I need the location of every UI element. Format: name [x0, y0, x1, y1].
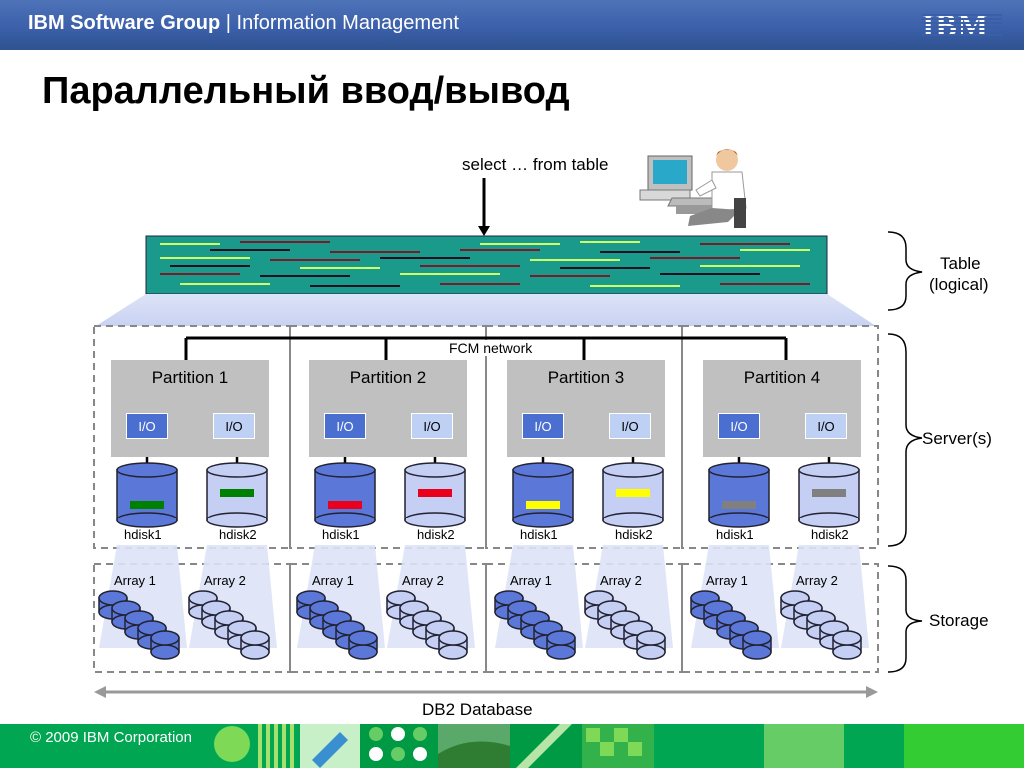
partition-box: Partition 2 [309, 360, 467, 457]
partition-label: Partition 2 [349, 368, 427, 387]
table-data-lines [160, 241, 810, 287]
table-sub-label: (logical) [929, 275, 989, 294]
io-channel-1: I/O [522, 413, 564, 439]
database-label: DB2 Database [422, 700, 533, 719]
partition-color-mark [526, 501, 560, 509]
database-span-arrow [94, 686, 878, 698]
hdisk2-label: hdisk2 [219, 527, 257, 542]
array-disk [348, 630, 378, 660]
partition-graphic [296, 439, 475, 660]
partition-color-mark [812, 489, 846, 497]
servers-label: Server(s) [922, 429, 992, 448]
ibm-logo: IBM [922, 9, 1002, 41]
hdisk2-cylinder [404, 462, 466, 528]
hdisk2-label: hdisk2 [417, 527, 455, 542]
table-projection [96, 294, 876, 326]
hdisk2-cylinder [206, 462, 268, 528]
array2-disks [780, 590, 862, 660]
partition-box: Partition 4 [703, 360, 861, 457]
partition-label: Partition 1 [151, 368, 229, 387]
partition-color-mark [418, 489, 452, 497]
io-channel-2: I/O [805, 413, 847, 439]
storage-label: Storage [929, 611, 989, 630]
header-bar: IBM Software Group | Information Managem… [0, 0, 1024, 50]
fcm-network-line [184, 336, 788, 360]
hdisk2-label: hdisk2 [811, 527, 849, 542]
header-separator: | [220, 12, 237, 34]
slide-title: Параллельный ввод/вывод [42, 70, 570, 112]
hdisk1-cylinder [116, 462, 178, 528]
footer-decoration [0, 724, 1024, 768]
partitions-graphics [98, 439, 869, 660]
array2-label: Array 2 [796, 573, 838, 588]
hdisk1-cylinder [512, 462, 574, 528]
array1-disks [296, 590, 378, 660]
io-channel-2: I/O [609, 413, 651, 439]
partition-label: Partition 3 [547, 368, 625, 387]
fcm-network-label: FCM network [447, 340, 535, 356]
array-disk [150, 630, 180, 660]
array-disk [636, 630, 666, 660]
array1-label: Array 1 [706, 573, 748, 588]
partition-graphic [98, 439, 277, 660]
partition-color-mark [220, 489, 254, 497]
array-disk [742, 630, 772, 660]
array2-disks [188, 590, 270, 660]
hdisk1-label: hdisk1 [520, 527, 558, 542]
header-division: Information Management [236, 12, 459, 34]
hdisk1-label: hdisk1 [322, 527, 360, 542]
partition-label: Partition 4 [743, 368, 821, 387]
partition-color-mark [616, 489, 650, 497]
array-disk [832, 630, 862, 660]
server-region [93, 325, 879, 549]
header-group: IBM Software Group [28, 12, 221, 34]
hdisk1-label: hdisk1 [124, 527, 162, 542]
array1-disks [494, 590, 576, 660]
io-channel-2: I/O [213, 413, 255, 439]
query-arrow-head [478, 226, 490, 236]
array1-disks [98, 590, 180, 660]
table-label: Table [940, 254, 981, 273]
partition-box: Partition 3 [507, 360, 665, 457]
array2-label: Array 2 [600, 573, 642, 588]
io-channel-1: I/O [324, 413, 366, 439]
partition-graphic [690, 439, 869, 660]
header-title: IBM Software Group | Information Managem… [28, 12, 459, 35]
array2-label: Array 2 [204, 573, 246, 588]
user-at-computer-icon [639, 149, 747, 228]
io-channel-2: I/O [411, 413, 453, 439]
io-channel-1: I/O [718, 413, 760, 439]
array1-label: Array 1 [114, 573, 156, 588]
hdisk2-label: hdisk2 [615, 527, 653, 542]
right-braces [887, 231, 923, 673]
hdisk2-cylinder [798, 462, 860, 528]
array1-label: Array 1 [312, 573, 354, 588]
query-label: select … from table [462, 155, 609, 174]
hdisk1-cylinder [314, 462, 376, 528]
array-disk [546, 630, 576, 660]
partition-box: Partition 1 [111, 360, 269, 457]
partition-color-mark [722, 501, 756, 509]
array2-label: Array 2 [402, 573, 444, 588]
hdisk1-label: hdisk1 [716, 527, 754, 542]
partition-graphic [494, 439, 673, 660]
hdisk1-cylinder [708, 462, 770, 528]
footer-copyright: © 2009 IBM Corporation [30, 729, 192, 746]
io-channel-1: I/O [126, 413, 168, 439]
hdisk2-cylinder [602, 462, 664, 528]
array2-disks [584, 590, 666, 660]
array1-label: Array 1 [510, 573, 552, 588]
array2-disks [386, 590, 468, 660]
footer-bar: © 2009 IBM Corporation [0, 724, 1024, 768]
array-disk [240, 630, 270, 660]
array1-disks [690, 590, 772, 660]
array-disk [438, 630, 468, 660]
storage-region [93, 563, 879, 673]
partition-color-mark [130, 501, 164, 509]
partition-color-mark [328, 501, 362, 509]
